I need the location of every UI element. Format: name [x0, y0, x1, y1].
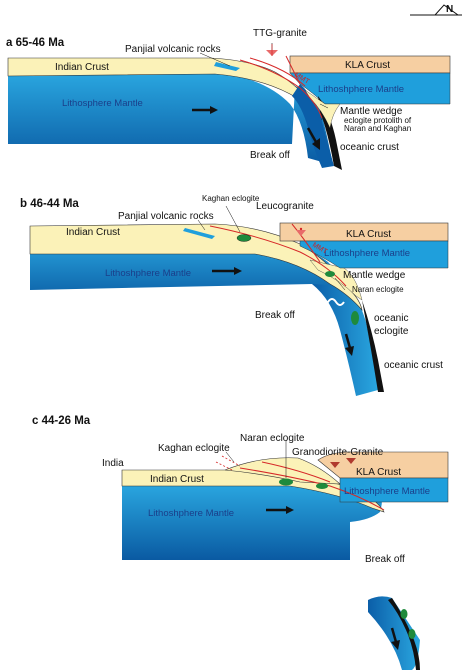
detached-eclogite-body-c2	[408, 629, 416, 639]
volcanic-sliver-a	[214, 62, 240, 71]
panel-c: c 44-26 Ma Naran ec	[32, 415, 449, 670]
slab-b	[312, 284, 378, 396]
label-kla-crust: KLA Crust	[345, 60, 390, 71]
north-arrow: N	[410, 4, 462, 16]
oceanic-eclogite-body-b	[351, 311, 359, 325]
kla-mantle-a	[289, 72, 451, 105]
leucogranite-marker-b	[296, 230, 306, 236]
label-naran-eclogite: Naran eclogite	[240, 433, 305, 444]
thrust-trace-c2	[221, 455, 241, 467]
north-arrow-icon	[433, 4, 460, 16]
label-lithosphere-mantle-kla: Lithoshphere Mantle	[318, 84, 404, 95]
granodiorite-marker-c1	[330, 462, 340, 468]
label-volcanic-rocks: Panjial volcanic rocks	[125, 44, 221, 55]
panel-title: b 46-44 Ma	[20, 198, 79, 210]
label-naran-eclogite: Naran eclogite	[352, 285, 404, 294]
detached-oceanic-crust-c	[388, 598, 420, 670]
detached-eclogite-body-c1	[400, 609, 408, 619]
label-indian-crust: Indian Crust	[55, 62, 109, 73]
oceanic-crust-b	[362, 300, 384, 392]
mantle-block-c	[122, 484, 382, 560]
label-india: India	[102, 458, 124, 469]
label-break-off: Break off	[365, 554, 405, 565]
label-lithosphere-mantle: Lithoshphere Mantle	[105, 268, 191, 279]
label-mantle-wedge: Mantle wedge	[343, 270, 406, 281]
mantle-block-a	[8, 72, 333, 165]
label-oceanic-eclogite-1: oceanic	[374, 313, 408, 324]
suture-line-c1	[239, 467, 385, 511]
kaghan-eclogite-body-c	[279, 478, 293, 486]
suture-line-b2	[291, 223, 321, 263]
volcanic-sliver-b	[183, 228, 215, 239]
label-lithosphere-mantle: Lithoshphere Mantle	[148, 508, 234, 519]
slab-a	[292, 84, 334, 168]
suture-line-a2	[249, 57, 306, 87]
label-leucogranite: Leucogranite	[256, 201, 314, 212]
label-granodiorite-granite: Granodiorite-Granite	[292, 447, 384, 458]
label-indian-crust: Indian Crust	[150, 474, 204, 485]
label-oceanic-eclogite-2: eclogite	[374, 326, 409, 337]
suture-line-a1	[239, 59, 323, 119]
ttg-granite-marker-a	[266, 43, 278, 56]
kaghan-eclogite-body-b	[236, 234, 252, 242]
slab-motion-arrow-b	[344, 333, 352, 349]
panel-a: a 65-46 Ma	[6, 28, 451, 170]
label-mantle-wedge: Mantle wedge	[340, 106, 403, 117]
panel-b: b 46-44 Ma Kag	[20, 194, 449, 396]
label-lithosphere-mantle: Lithosphere Mantle	[62, 98, 143, 109]
kla-mantle-c	[339, 477, 449, 503]
label-oceanic-crust: oceanic crust	[340, 142, 399, 153]
granodiorite-marker-c2	[346, 458, 356, 464]
label-eclogite-protolith-1: eclogite protolith of	[344, 116, 412, 125]
orogenic-wedge-c	[224, 457, 341, 485]
label-break-off: Break off	[250, 150, 290, 161]
kla-mantle-b	[299, 240, 449, 269]
label-lithosphere-mantle-kla: Lithoshphere Mantle	[344, 486, 430, 497]
label-eclogite-protolith-2: Naran and Kaghan	[344, 124, 411, 133]
label-ttg-granite: TTG-granite	[253, 28, 307, 39]
mantle-wedge-a	[304, 89, 341, 129]
label-kla-crust: KLA Crust	[356, 467, 401, 478]
naran-eclogite-body-c	[316, 483, 328, 489]
thrust-trace-c1	[215, 461, 233, 471]
label-volcanic-rocks: Panjial volcanic rocks	[118, 211, 214, 222]
suture-line-c2	[261, 461, 331, 483]
label-lithosphere-mantle-kla: Lithoshphere Mantle	[324, 248, 410, 259]
naran-eclogite-body-b	[325, 271, 335, 277]
suture-line-a3	[285, 55, 301, 85]
panel-title: c 44-26 Ma	[32, 415, 91, 427]
label-oceanic-crust: oceanic crust	[384, 360, 443, 371]
label-indian-crust: Indian Crust	[66, 227, 120, 238]
label-kaghan-eclogite: Kaghan eclogite	[158, 443, 230, 454]
slab-motion-arrow-a	[306, 127, 318, 143]
label-kaghan-eclogite: Kaghan eclogite	[202, 194, 260, 203]
label-break-off: Break off	[255, 310, 295, 321]
label-kla-crust: KLA Crust	[346, 229, 391, 240]
break-off-line-b	[311, 298, 345, 306]
slab-sinking-arrow-c	[390, 627, 398, 643]
panel-title: a 65-46 Ma	[6, 37, 65, 49]
north-label: N	[446, 4, 453, 15]
